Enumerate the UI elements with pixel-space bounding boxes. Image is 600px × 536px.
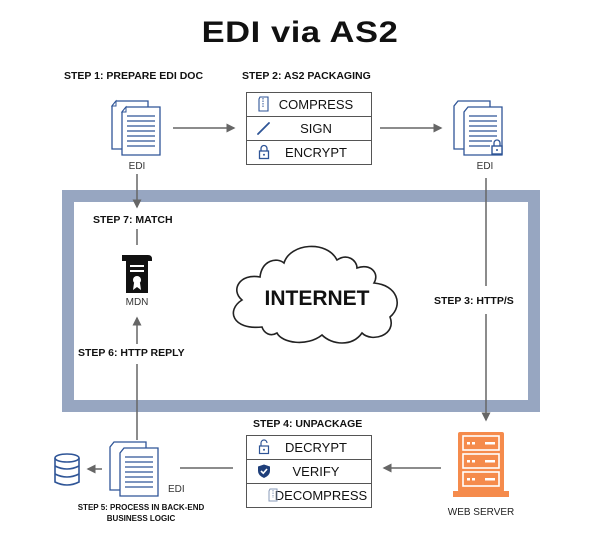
step5-line2: BUSINESS LOGIC [106,514,176,523]
encrypted-document-icon [453,100,503,156]
unpackaging-decompress: DECOMPRESS [247,484,371,507]
unpackaging-label: DECOMPRESS [274,488,368,503]
internet-label: INTERNET [264,287,370,310]
unpackaging-stack: DECRYPT VERIFY DECOMPRESS [246,435,372,508]
packaging-stack: COMPRESS SIGN ENCRYPT [246,92,372,165]
shield-check-icon [258,464,270,478]
packaging-label: SIGN [300,121,332,136]
step1-label: STEP 1: PREPARE EDI DOC [64,70,204,82]
unpackaging-label: VERIFY [292,464,340,479]
lock-icon [258,144,270,160]
unpackaging-decrypt: DECRYPT [247,436,371,460]
edi-received-label: EDI [168,484,185,495]
edi-document-source [110,97,165,159]
zip-file-icon [258,96,269,112]
diagram-title: EDI via AS2 [201,16,399,49]
internet-frame [62,190,540,412]
step5-line1: STEP 5: PROCESS IN BACK-END [77,503,205,512]
edi-document-received [108,438,163,500]
packaging-encrypt: ENCRYPT [247,141,371,164]
unpackaging-verify: VERIFY [247,460,371,484]
edi-document-encrypted [452,97,507,159]
step2-label: STEP 2: AS2 PACKAGING [242,70,371,82]
step4-label: STEP 4: UNPACKAGE [253,418,363,430]
unlock-icon [258,439,270,455]
pen-icon [257,122,270,135]
packaging-label: COMPRESS [278,97,354,112]
step3-label: STEP 3: HTTP/S [434,295,514,307]
cloud-icon [232,245,398,344]
step6-label: STEP 6: HTTP REPLY [78,347,185,359]
document-icon [109,441,159,497]
packaging-compress: COMPRESS [247,93,371,117]
edi-source-label: EDI [128,161,146,172]
step7-label: STEP 7: MATCH [93,214,173,226]
web-server-label: WEB SERVER [447,507,515,518]
database-icon [52,452,82,488]
edi-encrypted-label: EDI [476,161,494,172]
mdn-certificate-icon [120,253,154,295]
internet-cloud: INTERNET [222,235,412,350]
packaging-label: ENCRYPT [285,145,347,160]
mdn-label: MDN [125,297,149,308]
zip-file-icon [268,488,278,502]
unpackaging-label: DECRYPT [285,440,347,455]
web-server-icon [453,430,509,498]
packaging-sign: SIGN [247,117,371,141]
document-icon [110,99,161,156]
step5-label: STEP 5: PROCESS IN BACK-END BUSINESS LOG… [52,502,230,524]
